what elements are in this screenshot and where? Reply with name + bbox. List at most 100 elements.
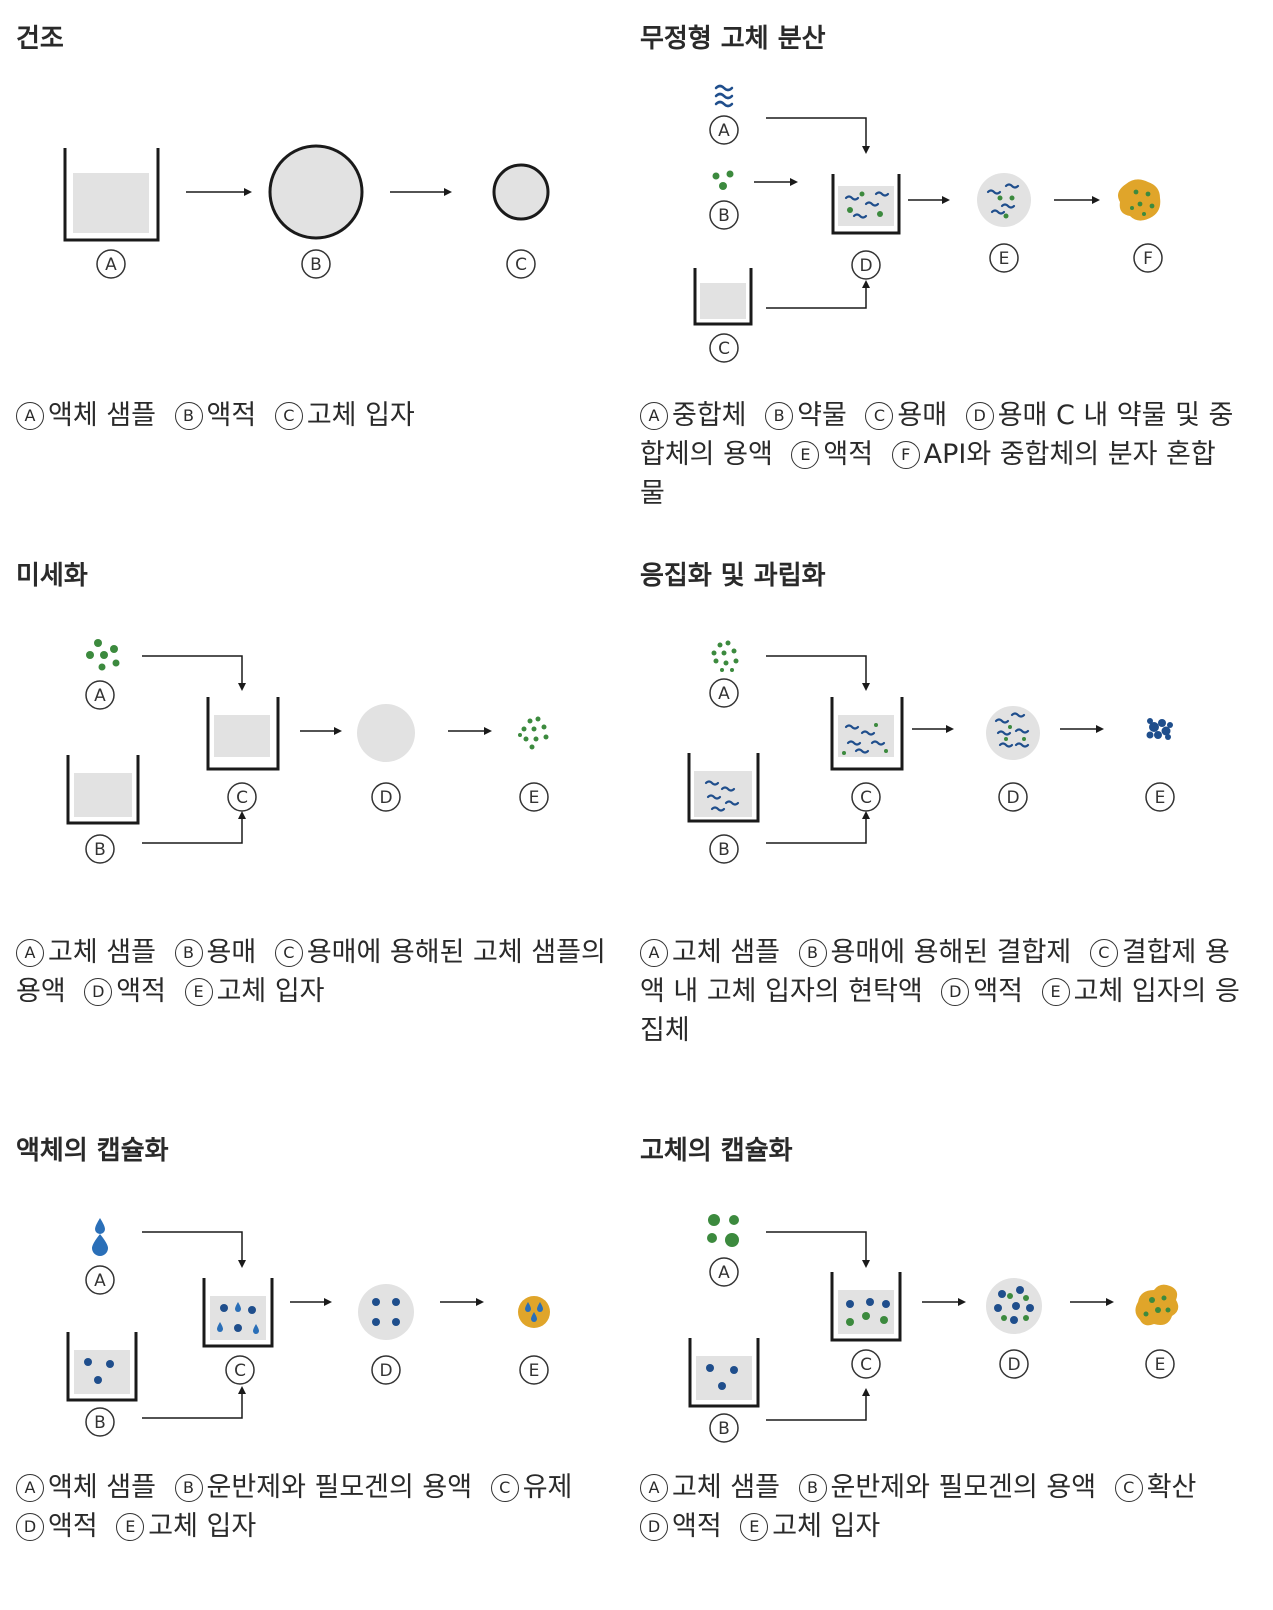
- marker-c: C: [709, 333, 739, 363]
- marker-b: B: [709, 200, 739, 230]
- marker-e: E: [989, 243, 1019, 273]
- dispersion-container: [830, 1272, 902, 1342]
- svg-text:C: C: [236, 788, 248, 808]
- droplet-large: [268, 144, 364, 240]
- marker-d: D: [371, 782, 401, 812]
- marker-a: A: [709, 115, 739, 145]
- caption-marker: E: [116, 1513, 145, 1541]
- liquid-drops-icon: [92, 1218, 108, 1256]
- caption-marker: B: [798, 939, 827, 967]
- liquid-encapsulation-diagram: A B C D E: [66, 1218, 550, 1437]
- drying-diagram: A B C: [63, 144, 550, 279]
- caption-text: 고체 입자: [148, 1511, 257, 1542]
- marker-a: A: [85, 1265, 115, 1295]
- caption-text: 확산: [1146, 1472, 1197, 1503]
- solvent-container: [66, 755, 140, 825]
- caption-text: 액적: [672, 1511, 722, 1542]
- caption-text: 고체 샘플: [48, 937, 156, 968]
- marker-c: C: [506, 249, 536, 279]
- marker-d: D: [371, 1355, 401, 1385]
- caption-text: 액적: [206, 400, 257, 431]
- caption-marker: E: [184, 978, 213, 1006]
- caption-marker: E: [740, 1513, 769, 1541]
- svg-text:B: B: [94, 840, 106, 860]
- droplet: [358, 1284, 414, 1340]
- marker-e: E: [519, 1355, 549, 1385]
- svg-text:D: D: [1006, 788, 1019, 808]
- marker-c: C: [851, 782, 881, 812]
- marker-e: E: [519, 782, 549, 812]
- api-polymer-mixture: [1118, 179, 1161, 221]
- droplet: [977, 173, 1031, 227]
- marker-a: A: [709, 1257, 739, 1287]
- caption-marker: B: [798, 1474, 827, 1502]
- marker-c: C: [227, 782, 257, 812]
- svg-text:D: D: [859, 256, 872, 276]
- caption-text: 용매: [206, 937, 257, 968]
- solid-sample-icon: [707, 1214, 739, 1247]
- marker-e: E: [1145, 1349, 1175, 1379]
- caption-marker: A: [640, 1474, 668, 1502]
- marker-b: B: [301, 249, 331, 279]
- panel-title: 응집화 및 과립화: [640, 561, 826, 591]
- emulsion-container: [202, 1278, 274, 1348]
- svg-text:A: A: [718, 1263, 730, 1283]
- marker-e: E: [1145, 782, 1175, 812]
- caption-text: 액체 샘플: [48, 400, 156, 431]
- caption-marker: A: [16, 402, 44, 430]
- svg-text:B: B: [718, 206, 730, 226]
- caption-text: 용매: [897, 400, 948, 431]
- svg-text:A: A: [94, 1271, 106, 1291]
- encapsulated-particle: [518, 1296, 550, 1328]
- svg-text:F: F: [1143, 249, 1153, 269]
- svg-text:E: E: [529, 788, 540, 808]
- caption-text: 고체 입자: [772, 1511, 881, 1542]
- svg-text:E: E: [1155, 1355, 1166, 1375]
- caption-marker: B: [765, 402, 794, 430]
- solid-particles-fine: [518, 716, 549, 750]
- panel-title: 건조: [16, 24, 64, 54]
- caption-marker: A: [16, 939, 44, 967]
- caption-marker: D: [965, 402, 994, 430]
- caption-text: 고체 샘플: [672, 937, 780, 968]
- caption-text: 액적: [823, 439, 874, 470]
- solid-sample-icon: [86, 639, 120, 671]
- caption-marker: A: [640, 402, 668, 430]
- caption-text: 중합체: [672, 400, 747, 431]
- caption-marker: E: [791, 441, 820, 469]
- caption-text: 용매에 용해된 결합제: [830, 937, 1072, 968]
- caption-marker: B: [174, 402, 203, 430]
- caption-text: 액체 샘플: [48, 1472, 156, 1503]
- caption-text: 유제: [522, 1472, 573, 1503]
- caption-text: 고체 입자의 응집체: [640, 976, 1240, 1046]
- caption-text: 약물: [797, 400, 847, 431]
- suspension-container: [830, 697, 904, 771]
- marker-d: D: [999, 1349, 1029, 1379]
- marker-d: D: [851, 250, 881, 280]
- binder-solution-container: [687, 753, 760, 823]
- svg-text:A: A: [718, 684, 730, 704]
- svg-text:C: C: [234, 1361, 246, 1381]
- caption-text: API와 중합체의 분자 혼합물: [640, 439, 1216, 509]
- panel-title: 액체의 캡슐화: [16, 1136, 169, 1166]
- panel-title: 고체의 캡슐화: [640, 1136, 793, 1166]
- svg-text:E: E: [529, 1361, 540, 1381]
